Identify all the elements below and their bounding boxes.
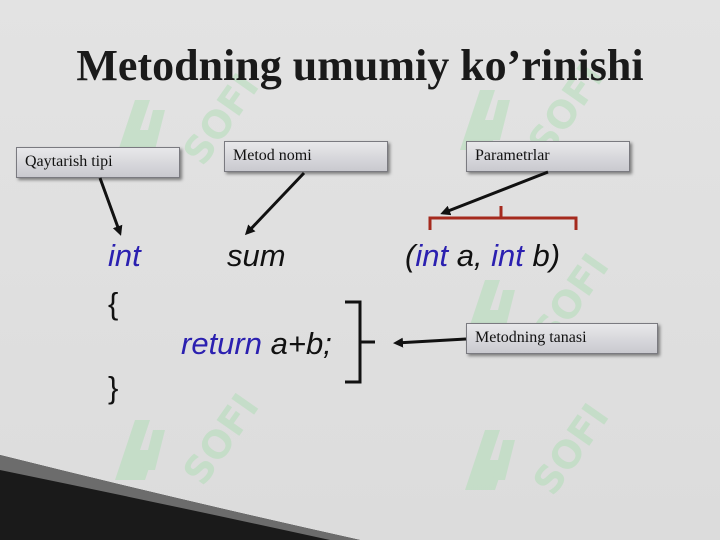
watermark-logo-icon: SOFI bbox=[465, 400, 618, 503]
label-parameters: Parametrlar bbox=[466, 141, 630, 172]
label-return-type-text: Qaytarish tipi bbox=[25, 153, 113, 170]
code-return-expression: a+b; bbox=[261, 326, 332, 361]
code-param-open: ( bbox=[405, 238, 416, 273]
arrow-method-name bbox=[244, 171, 306, 236]
decor-swoosh bbox=[0, 455, 360, 540]
label-parameters-text: Parametrlar bbox=[475, 147, 550, 164]
code-return-type: int bbox=[108, 238, 141, 273]
arrow-return-type bbox=[98, 177, 123, 236]
code-close-brace: } bbox=[108, 370, 119, 405]
code-return-statement: return a+b; bbox=[181, 328, 332, 359]
body-bracket bbox=[345, 300, 375, 384]
label-method-body: Metodning tanasi bbox=[466, 323, 658, 354]
code-method-name: sum bbox=[227, 238, 286, 273]
code-return-keyword: return bbox=[181, 326, 262, 361]
label-method-name: Metod nomi bbox=[224, 141, 388, 172]
label-method-name-text: Metod nomi bbox=[233, 147, 312, 164]
arrow-parameters bbox=[440, 170, 549, 216]
arrow-method-body bbox=[393, 337, 467, 348]
code-param1-type: int bbox=[415, 238, 449, 273]
code-param1-name: a, bbox=[448, 238, 492, 273]
parameters-bracket bbox=[428, 206, 578, 230]
code-param2-type: int bbox=[491, 238, 524, 273]
slide-title: Metodning umumiy ko’rinishi bbox=[76, 41, 644, 90]
code-open-brace: { bbox=[108, 286, 119, 321]
label-return-type: Qaytarish tipi bbox=[16, 147, 180, 178]
watermark-logo-icon: SOFI bbox=[115, 390, 268, 493]
label-method-body-text: Metodning tanasi bbox=[475, 329, 587, 346]
code-param2-name: b) bbox=[523, 238, 561, 273]
code-parameters: (int a, int b) bbox=[405, 240, 560, 271]
